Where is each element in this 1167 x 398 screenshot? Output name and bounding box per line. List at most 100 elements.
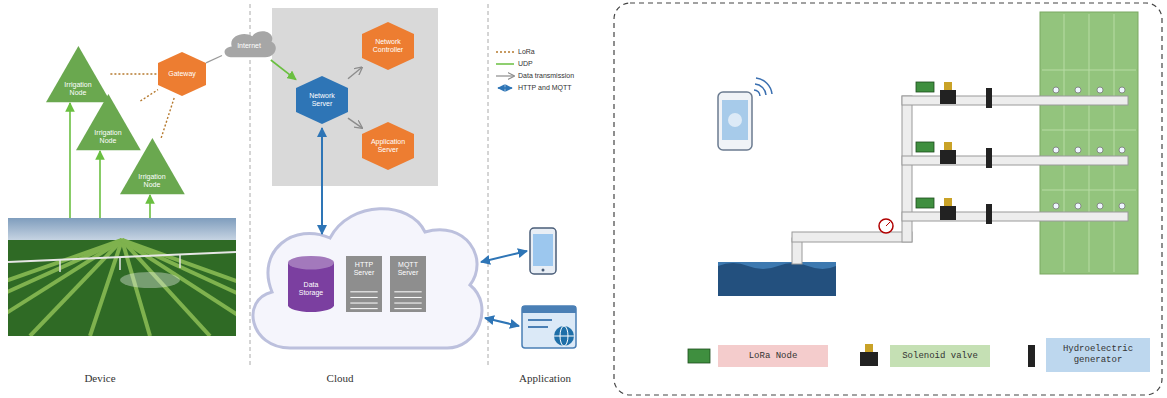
illustration-part	[530, 228, 556, 274]
connector	[348, 67, 362, 78]
illustration-part	[940, 206, 956, 220]
illustration-part	[522, 306, 576, 348]
illustration-part	[488, 4, 489, 366]
illustration-part	[718, 262, 836, 269]
illustration-part	[940, 150, 956, 164]
illustration-part	[8, 240, 236, 336]
illustration-part	[496, 75, 514, 76]
illustration-part	[99, 151, 101, 218]
controller-hexagon: Network Controller	[362, 22, 414, 70]
illustration-part	[1028, 345, 1035, 367]
section-separators	[250, 4, 488, 366]
illustration-part	[1075, 147, 1081, 153]
node-label: Gateway	[168, 70, 196, 78]
server-hexagon: Network Server	[296, 76, 348, 124]
connector	[348, 118, 362, 128]
illustration-part	[728, 113, 742, 127]
system-panel	[614, 3, 1162, 395]
http-mqtt-arrow	[321, 128, 323, 234]
server-box: MQTT Server	[390, 256, 426, 312]
node-label: Internet	[237, 42, 261, 50]
node-label: MQTT Server	[392, 261, 424, 277]
illustration-part	[1064, 14, 1065, 272]
connector	[161, 96, 175, 138]
legend-label: Hydroelectric generator	[1046, 338, 1150, 372]
illustration-part	[1053, 203, 1059, 209]
illustration-part	[554, 326, 574, 346]
illustration-part	[8, 240, 122, 336]
illustration-part	[59, 260, 61, 272]
illustration-part	[860, 352, 878, 366]
illustration-part	[1097, 87, 1103, 93]
connector	[110, 73, 158, 74]
irrigation-node: Irrigation Node	[76, 94, 141, 150]
illustration-part	[69, 103, 71, 218]
illustration-part	[498, 87, 512, 89]
illustration-part	[496, 63, 514, 65]
illustration-part	[902, 156, 1128, 165]
node-label: HTTP Server	[348, 261, 380, 277]
internet-cloud: Internet	[222, 26, 276, 60]
legend-label: LoRa	[518, 47, 535, 56]
illustration-part	[90, 240, 122, 336]
illustration-part	[718, 92, 752, 150]
lora-node-icon	[916, 82, 934, 208]
gateway-hexagon: Gateway	[158, 52, 206, 96]
irrigation-node: Irrigation Node	[120, 138, 185, 194]
legend-label: Data transmission	[518, 71, 574, 80]
server-hexagon: Application Server	[362, 122, 414, 170]
illustration-part	[940, 90, 956, 104]
illustration-part	[688, 349, 710, 363]
connector	[206, 56, 222, 63]
illustration-part	[944, 198, 952, 206]
illustration-part	[554, 336, 574, 337]
illustration-part	[1042, 190, 1136, 191]
illustration-part	[1114, 14, 1115, 272]
illustration-part	[902, 96, 1128, 105]
node-label: Application Server	[368, 138, 408, 154]
illustration-part	[1119, 147, 1125, 153]
illustration-part	[528, 326, 548, 328]
illustration-part	[986, 88, 992, 108]
illustration-part	[1119, 87, 1125, 93]
illustration-part	[1097, 147, 1103, 153]
illustration-part	[542, 269, 545, 272]
illustration-part	[1075, 87, 1081, 93]
illustration-part	[986, 148, 992, 168]
legend-samples	[496, 52, 514, 88]
illustration-part	[1040, 12, 1138, 274]
server-box: HTTP Server	[346, 256, 382, 312]
illustration-part	[119, 257, 121, 270]
phone-icon	[530, 228, 556, 274]
illustration-part	[250, 4, 251, 366]
illustration-part	[756, 78, 772, 94]
field-photo	[8, 218, 236, 336]
illustration-part	[902, 212, 1128, 221]
node-label: Network Controller	[368, 38, 408, 54]
node-label: Irrigation Node	[90, 129, 126, 145]
illustration-part	[944, 142, 952, 150]
illustration-part	[886, 222, 890, 226]
connector	[271, 60, 296, 80]
web-icon	[522, 306, 576, 348]
illustration-part	[792, 232, 912, 242]
illustration-part	[718, 262, 836, 296]
illustration-part	[1053, 87, 1059, 93]
legend-label: Solenoid valve	[890, 345, 990, 367]
phone-icon	[718, 78, 772, 150]
storage-cloud	[253, 209, 482, 348]
illustration-part	[30, 240, 122, 336]
section-label: Application	[485, 372, 605, 384]
illustration-part	[120, 272, 180, 288]
illustration-part	[879, 219, 893, 233]
illustration-part	[944, 82, 952, 90]
cloud-region	[272, 8, 438, 186]
sprinkler	[1053, 87, 1125, 209]
illustration-part	[986, 204, 992, 224]
illustration-part	[8, 252, 236, 262]
illustration-part	[722, 100, 748, 140]
storage-cylinder: Data Storage	[288, 256, 334, 312]
illustration-part	[1042, 130, 1136, 131]
connector	[140, 90, 158, 101]
